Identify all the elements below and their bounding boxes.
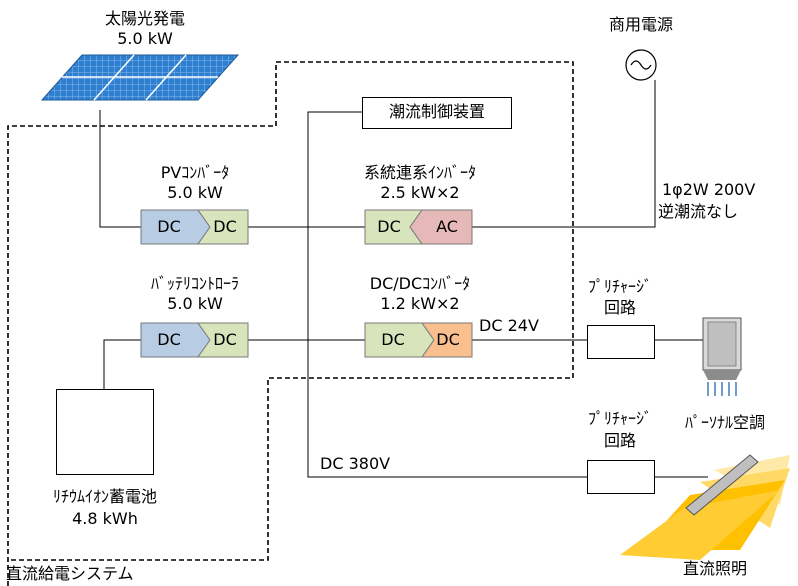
pv-converter-out: DC — [213, 217, 237, 236]
grid-spec-line1: 1φ2W 200V — [662, 180, 756, 199]
inverter-shape — [364, 209, 473, 245]
precharge-top-line1: ﾌﾟﾘﾁｬｰｼﾞ — [587, 277, 652, 296]
bus-24v-label: DC 24V — [479, 316, 539, 335]
inverter-out: AC — [436, 217, 458, 236]
battery-controller-out: DC — [213, 330, 237, 349]
pv-converter-in: DC — [157, 217, 181, 236]
lighting-label: 直流照明 — [682, 559, 747, 578]
battery-controller-shape — [140, 322, 249, 358]
ac-source-symbol — [625, 49, 657, 81]
grid-spec-line2: 逆潮流なし — [658, 202, 739, 221]
bus-380v-label: DC 380V — [320, 454, 391, 473]
inverter-power: 2.5 kW×2 — [380, 183, 460, 202]
battery-controller-title: ﾊﾞｯﾃﾘｺﾝﾄﾛｰﾗ — [150, 274, 239, 293]
system-boundary — [7, 61, 574, 586]
dc-lighting-icon — [620, 454, 790, 560]
grid-title: 商用電源 — [608, 15, 673, 34]
battery-controller-power: 5.0 kW — [167, 294, 223, 313]
dcdc-converter-out: DC — [436, 330, 460, 349]
precharge-bottom-line1: ﾌﾟﾘﾁｬｰｼﾞ — [587, 409, 652, 428]
solar-panel — [40, 54, 240, 101]
dcdc-converter-shape — [364, 322, 473, 358]
air-conditioner-icon — [702, 317, 742, 396]
aircon-label: ﾊﾟｰｿﾅﾙ空調 — [684, 413, 765, 432]
battery-title: ﾘﾁｳﾑｲｵﾝ蓄電池 — [52, 487, 157, 506]
wiring — [99, 80, 708, 478]
battery-enclosure — [56, 389, 154, 475]
power-flow-controller-label: 潮流制御装置 — [388, 102, 485, 121]
inverter-title: 系統連系ｲﾝﾊﾞｰﾀ — [363, 163, 476, 182]
dcdc-converter-power: 1.2 kW×2 — [380, 294, 460, 313]
solar-power: 5.0 kW — [117, 29, 173, 48]
battery-controller-in: DC — [157, 330, 181, 349]
inverter-in: DC — [377, 217, 401, 236]
pv-converter-shape — [140, 209, 249, 245]
pv-converter-title: PVｺﾝﾊﾞｰﾀ — [160, 163, 230, 182]
precharge-box-bottom — [587, 460, 655, 494]
solar-title: 太陽光発電 — [104, 9, 185, 28]
precharge-bottom-line2: 回路 — [603, 431, 636, 450]
system-label: 直流給電システム — [6, 564, 134, 583]
precharge-top-line2: 回路 — [603, 298, 636, 317]
pv-converter-power: 5.0 kW — [167, 183, 223, 202]
dcdc-converter-title: DC/DCｺﾝﾊﾞｰﾀ — [369, 274, 471, 293]
battery-capacity: 4.8 kWh — [72, 509, 138, 528]
dcdc-converter-in: DC — [381, 330, 405, 349]
precharge-box-top — [587, 325, 655, 359]
power-flow-controller-box — [362, 97, 512, 129]
